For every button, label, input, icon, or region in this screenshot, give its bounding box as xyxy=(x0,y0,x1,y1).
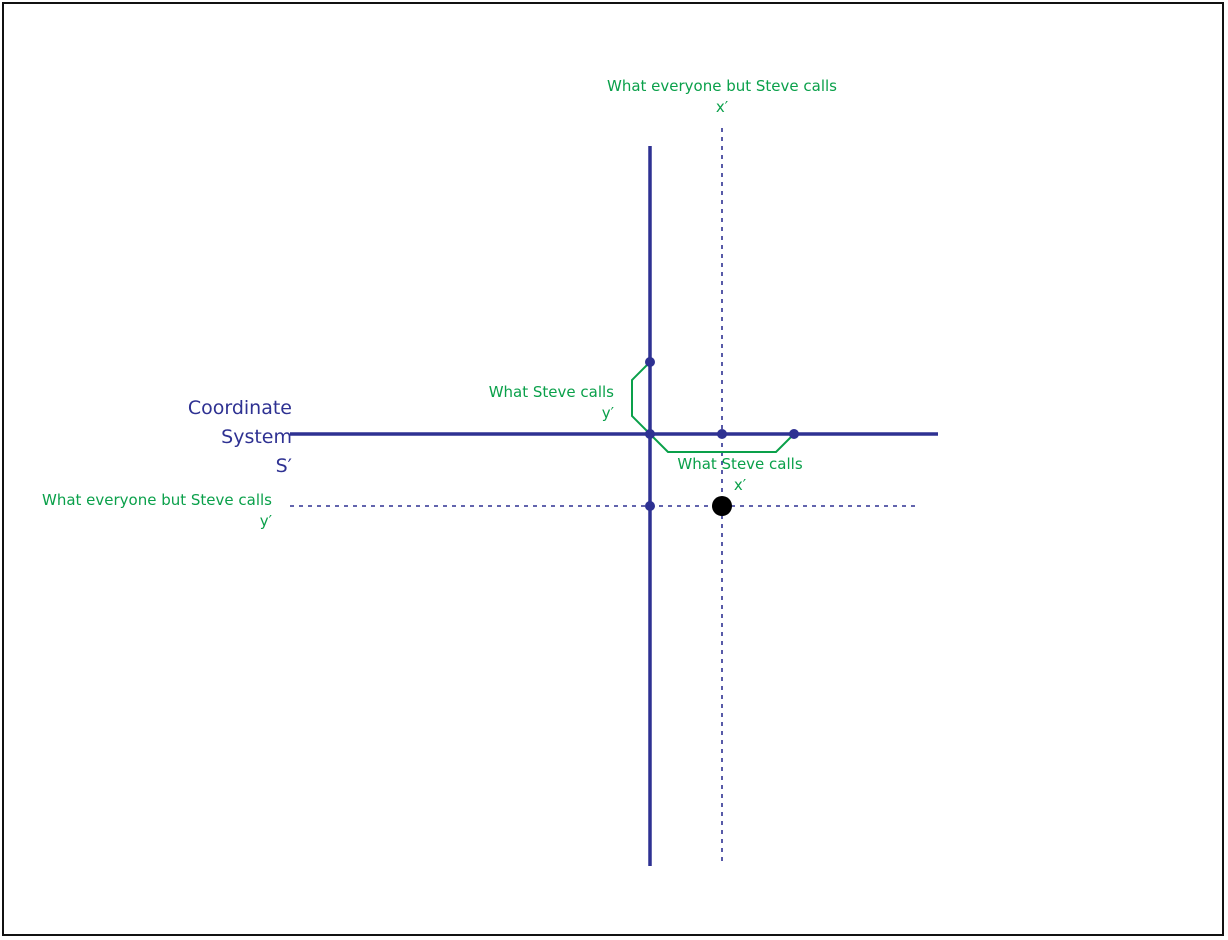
steve-x-bracket xyxy=(649,433,795,453)
label-everyone-x-line1: What everyone but Steve calls xyxy=(606,77,837,95)
label-everyone-y-line2: y′ xyxy=(259,512,272,530)
label-steve-x-line2: x′ xyxy=(733,476,747,494)
label-everyone-x-line2: x′ xyxy=(715,98,729,116)
label-everyone-y: What everyone but Steve calls y′ xyxy=(42,490,272,532)
origin-point xyxy=(645,429,655,439)
y-projection-point xyxy=(645,501,655,511)
title-line-1: Coordinate xyxy=(187,397,292,419)
title-line-2: System xyxy=(221,426,292,448)
label-steve-x-line1: What Steve calls xyxy=(677,455,803,473)
y-axis-tick-point xyxy=(645,357,655,367)
label-everyone-x: What everyone but Steve calls x′ xyxy=(572,76,872,118)
label-everyone-y-line1: What everyone but Steve calls xyxy=(41,491,272,509)
x-axis-tick-point xyxy=(789,429,799,439)
title-line-3: S′ xyxy=(275,455,292,477)
label-steve-y: What Steve calls y′ xyxy=(489,382,614,424)
label-steve-y-line1: What Steve calls xyxy=(488,383,614,401)
steve-y-bracket xyxy=(631,361,651,435)
label-steve-y-line2: y′ xyxy=(601,404,614,422)
label-steve-x: What Steve calls x′ xyxy=(640,454,840,496)
x-projection-point xyxy=(717,429,727,439)
coordinate-system-title: Coordinate System S′ xyxy=(188,394,292,481)
event-point xyxy=(712,496,732,516)
